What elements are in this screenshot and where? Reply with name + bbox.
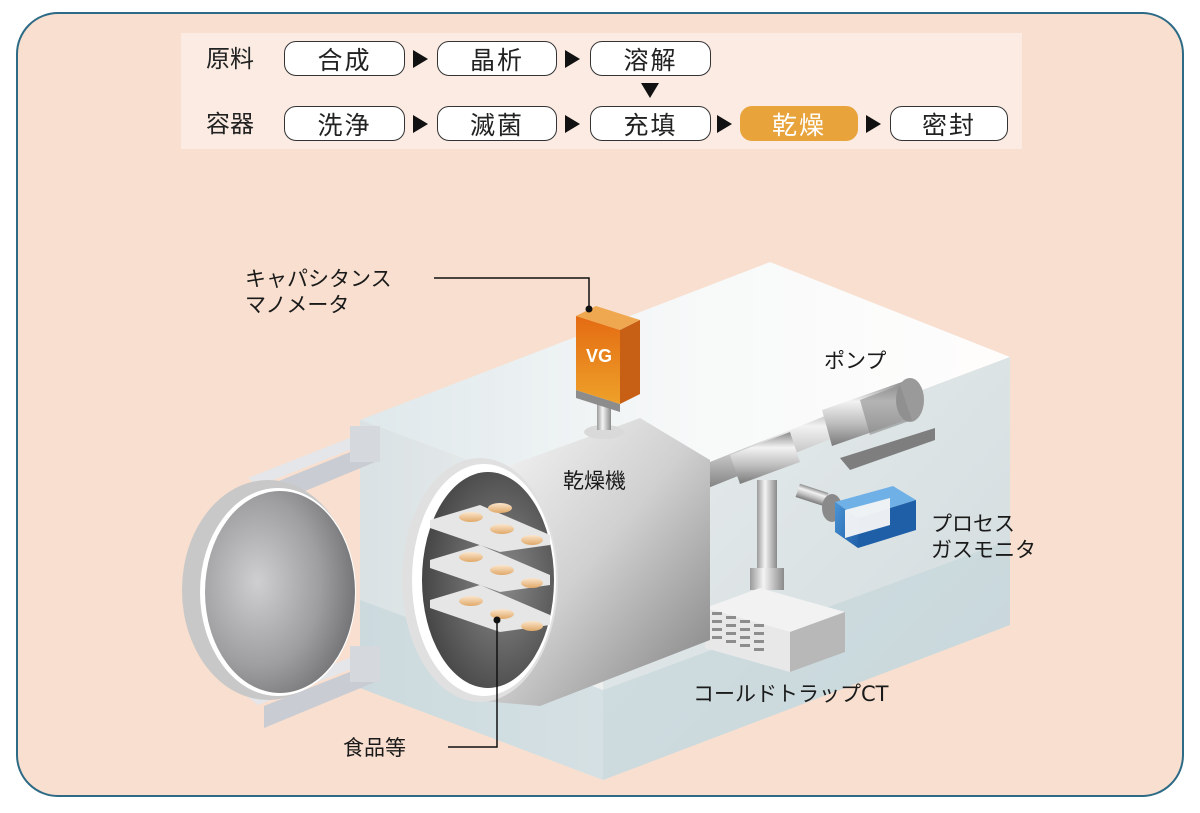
food-leader-line — [448, 622, 498, 748]
step-dissolution: 溶解 — [590, 41, 711, 76]
step-washing: 洗浄 — [284, 106, 405, 141]
food-leader-dot — [493, 616, 501, 624]
label-gas-monitor-line2: ガスモニタ — [931, 538, 1036, 563]
vacuum-gauge — [576, 306, 640, 439]
arrow-right-icon — [565, 115, 580, 133]
step-synthesis: 合成 — [284, 41, 405, 76]
label-pump: ポンプ — [824, 349, 887, 373]
pump — [822, 378, 935, 470]
step-drying-active: 乾燥 — [740, 106, 858, 141]
chamber-box-top — [360, 262, 1010, 510]
label-food: 食品等 — [343, 736, 406, 760]
arrow-right-icon — [413, 115, 428, 133]
cold-trap — [705, 588, 845, 672]
row-label-raw-material: 原料 — [206, 45, 254, 73]
arrow-right-icon — [866, 115, 881, 133]
manometer-leader-line — [434, 277, 590, 307]
step-filling: 充填 — [590, 106, 711, 141]
label-cold-trap: コールドトラップCT — [693, 682, 889, 706]
chamber-door — [182, 480, 356, 700]
arrow-down-icon — [641, 83, 659, 98]
vg-text: VG — [586, 346, 612, 366]
shelf-bottom — [430, 585, 550, 632]
label-capacitance-manometer: キャパシタンスマノメータ — [245, 266, 392, 319]
label-gas-monitor-line1: プロセス — [931, 512, 1015, 536]
label-manometer-line1: キャパシタンス — [245, 267, 392, 291]
label-dryer: 乾燥機 — [563, 469, 626, 493]
arrow-right-icon — [565, 50, 580, 68]
cold-trap-pipe — [757, 480, 777, 580]
label-manometer-line2: マノメータ — [245, 293, 350, 318]
step-sterilization: 滅菌 — [437, 106, 557, 141]
arrow-right-icon — [413, 50, 428, 68]
step-crystallization: 晶析 — [437, 41, 557, 76]
food-pellets — [459, 503, 543, 631]
process-gas-monitor — [795, 483, 916, 548]
arrow-right-icon — [717, 115, 732, 133]
step-sealing: 密封 — [890, 106, 1008, 141]
chamber-box-floor — [360, 540, 1010, 780]
row-label-container: 容器 — [206, 110, 254, 138]
manometer-leader-dot — [585, 305, 593, 313]
label-process-gas-monitor: プロセスガスモニタ — [931, 511, 1036, 564]
